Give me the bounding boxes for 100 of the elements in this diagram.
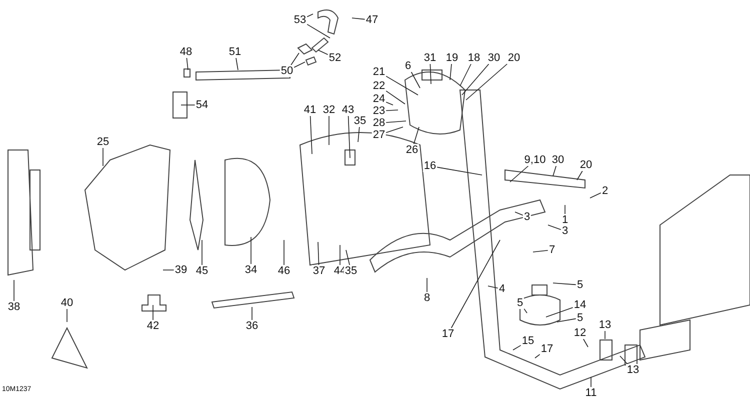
callout-number: 27 — [372, 129, 386, 141]
leader-line — [556, 318, 576, 322]
callout-number: 39 — [174, 264, 188, 276]
leader-line — [488, 286, 498, 288]
leader-line — [524, 308, 528, 314]
callout-number: 35 — [344, 265, 358, 277]
leader-line — [590, 192, 602, 198]
callout-number: 1 — [560, 214, 570, 226]
leader-line — [450, 64, 452, 80]
leader-line — [348, 116, 350, 158]
leader-line — [180, 104, 196, 106]
callout-number: 50 — [280, 65, 294, 77]
leader-line — [386, 90, 406, 104]
leader-line — [386, 120, 406, 123]
leader-line — [66, 308, 68, 322]
leader-line — [426, 278, 428, 292]
leader-line — [590, 376, 592, 388]
callout-number: 21 — [372, 66, 386, 78]
callout-number: 46 — [276, 265, 292, 277]
leader-line — [583, 338, 588, 348]
callout-number: 17 — [540, 343, 554, 355]
callout-number: 19 — [444, 52, 460, 64]
leader-line — [548, 224, 562, 230]
callout-number: 3 — [522, 211, 532, 223]
callout-number: 54 — [194, 99, 210, 111]
callout-number: 20 — [578, 159, 594, 171]
leader-line — [604, 330, 606, 340]
callout-number: 43 — [340, 104, 356, 116]
leader-line — [552, 166, 556, 176]
leader-line — [358, 126, 360, 142]
callout-number: 31 — [422, 52, 438, 64]
leader-line — [410, 72, 420, 88]
callout-number: 13 — [598, 319, 612, 331]
leader-line — [514, 212, 524, 216]
callout-number: 36 — [244, 320, 260, 332]
callout-number: 16 — [422, 160, 438, 172]
callout-number: 25 — [96, 136, 110, 148]
leader-line — [576, 170, 583, 180]
leader-line — [250, 236, 252, 264]
callout-number: 13 — [626, 364, 640, 376]
leader-line — [620, 356, 628, 364]
leader-line — [386, 102, 394, 106]
callout-number: 26 — [404, 144, 420, 156]
callout-number: 35 — [352, 115, 368, 127]
leader-line — [386, 110, 398, 111]
callout-number: 40 — [60, 297, 74, 309]
leader-line — [386, 126, 404, 133]
callout-number: 3 — [560, 225, 570, 237]
callout-number: 5 — [516, 297, 524, 309]
callout-number: 15 — [520, 335, 536, 347]
callout-number: 9,10 — [523, 154, 547, 166]
callout-number: 18 — [466, 52, 482, 64]
callout-number: 48 — [178, 46, 194, 58]
leader-line — [346, 250, 350, 266]
leader-line — [318, 50, 328, 55]
leader-line — [462, 64, 490, 96]
callout-number: 5 — [576, 279, 584, 291]
leader-line — [552, 282, 576, 286]
callout-number: 30 — [550, 154, 566, 166]
callout-number: 45 — [194, 265, 210, 277]
callout-number: 6 — [404, 60, 412, 72]
leader-line — [236, 58, 238, 70]
callout-number: 20 — [506, 52, 522, 64]
callout-number: 52 — [328, 52, 342, 64]
callout-number: 2 — [600, 185, 610, 197]
leader-line — [102, 148, 104, 166]
leader-line — [352, 18, 366, 20]
leader-line — [152, 304, 154, 320]
callout-number: 7 — [548, 244, 556, 256]
leader-line — [532, 250, 548, 252]
leader-line — [534, 354, 540, 358]
callout-number: 12 — [572, 327, 588, 339]
callout-number: 11 — [584, 387, 598, 399]
callout-number: 30 — [486, 52, 502, 64]
leader-line — [450, 240, 500, 328]
leader-line — [294, 62, 306, 68]
leader-line — [466, 64, 508, 100]
callout-number: 5 — [576, 312, 584, 324]
leader-line — [460, 64, 472, 86]
leader-line — [386, 76, 418, 96]
callout-number: 28 — [372, 117, 386, 129]
callout-number: 37 — [312, 265, 326, 277]
callout-number: 22 — [372, 80, 386, 92]
leader-line — [318, 242, 320, 266]
leader-line — [510, 166, 529, 182]
leader-line — [306, 14, 314, 18]
callout-number: 47 — [364, 14, 380, 26]
leader-line — [306, 24, 330, 38]
leader-line — [512, 344, 522, 350]
callout-number: 17 — [440, 328, 456, 340]
leader-line — [564, 204, 566, 214]
callout-number: 8 — [422, 292, 432, 304]
leader-line — [413, 126, 420, 144]
callout-number: 24 — [372, 93, 386, 105]
callout-number: 34 — [244, 264, 258, 276]
leader-line — [436, 166, 482, 176]
leader-line — [310, 116, 312, 154]
callout-number: 42 — [146, 320, 160, 332]
callout-number: 38 — [6, 301, 22, 313]
leader-line — [546, 307, 574, 318]
